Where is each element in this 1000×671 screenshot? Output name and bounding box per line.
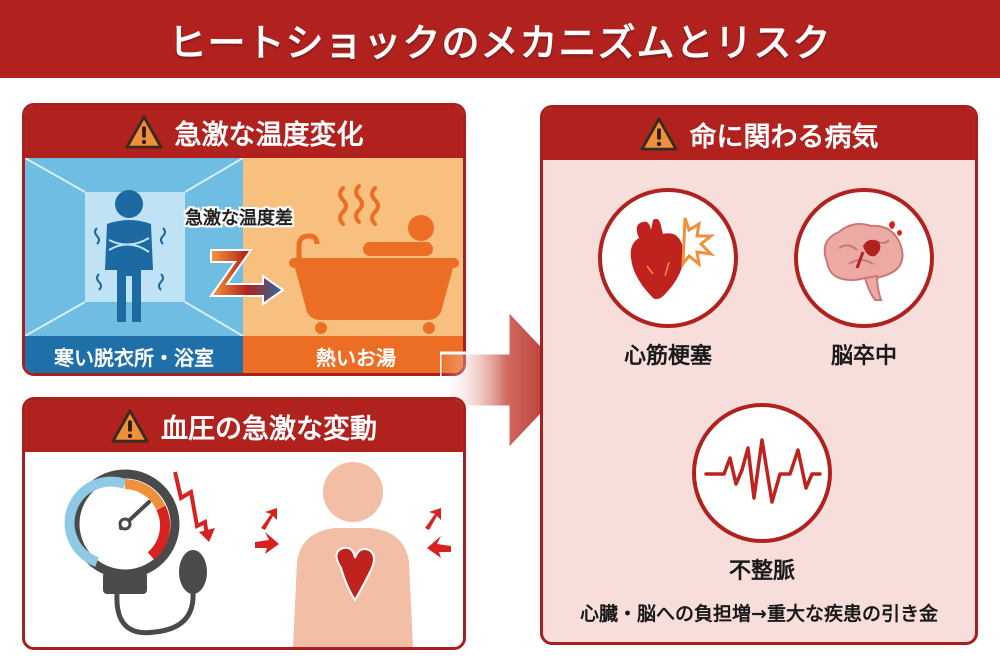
panel-header: 命に関わる病気 [543, 108, 975, 160]
temperature-difference-label: 急激な温度差 [185, 208, 293, 229]
panel-header: 急激な温度変化 [25, 106, 463, 158]
warning-icon [640, 117, 677, 151]
blood-pressure-gauge-icon [64, 469, 207, 636]
ecg-icon [704, 438, 822, 504]
blood-pressure-illustration [64, 462, 451, 647]
temperature-change-panel: 急激な温度変化 [22, 103, 466, 376]
panel-title: 急激な温度変化 [174, 119, 364, 151]
pressure-arrows-icon [255, 508, 451, 558]
disease-icon-circle [692, 403, 832, 543]
disease-myocardial-infarction: 心筋梗塞 [593, 188, 743, 370]
disease-icon-circle [794, 188, 934, 328]
blood-pressure-panel: 血圧の急激な変動 [22, 397, 466, 650]
warning-icon [111, 409, 149, 443]
panel-title: 血圧の急激な変動 [161, 413, 377, 445]
disease-stroke: 脳卒中 [789, 188, 939, 370]
disease-name: 不整脈 [728, 559, 795, 584]
summary-note: 心臓・脳への負担増→重大な疾患の引き金 [580, 603, 938, 625]
hot-water-label: 熱いお湯 [243, 336, 463, 373]
heart-attack-icon [630, 217, 716, 300]
warning-icon [125, 115, 162, 149]
brain-stroke-icon [823, 221, 904, 301]
pressure-spike-icon [173, 471, 209, 537]
title-bar: ヒートショックのメカニズムとリスク [0, 0, 1000, 78]
panel-title: 命に関わる病気 [689, 121, 879, 153]
heart-icon [335, 546, 375, 602]
disease-icon-circle [598, 188, 738, 328]
page-title: ヒートショックのメカニズムとリスク [168, 20, 832, 65]
transition-arrow-icon [209, 249, 285, 306]
cold-room-label: 寒い脱衣所・浴室 [25, 336, 243, 373]
panel-header: 血圧の急激な変動 [25, 400, 463, 452]
disease-name: 心筋梗塞 [623, 344, 712, 369]
temperature-scene: 急激な温度差 寒い脱衣所・浴室 熱いお湯 [25, 157, 463, 373]
disease-arrhythmia: 不整脈 [687, 403, 837, 585]
cold-room-illustration [25, 157, 244, 337]
disease-name: 脳卒中 [830, 344, 897, 369]
bathtub-icon [289, 184, 459, 334]
diseases-panel: 命に関わる病気 心筋梗塞 脳卒中 [540, 105, 978, 645]
